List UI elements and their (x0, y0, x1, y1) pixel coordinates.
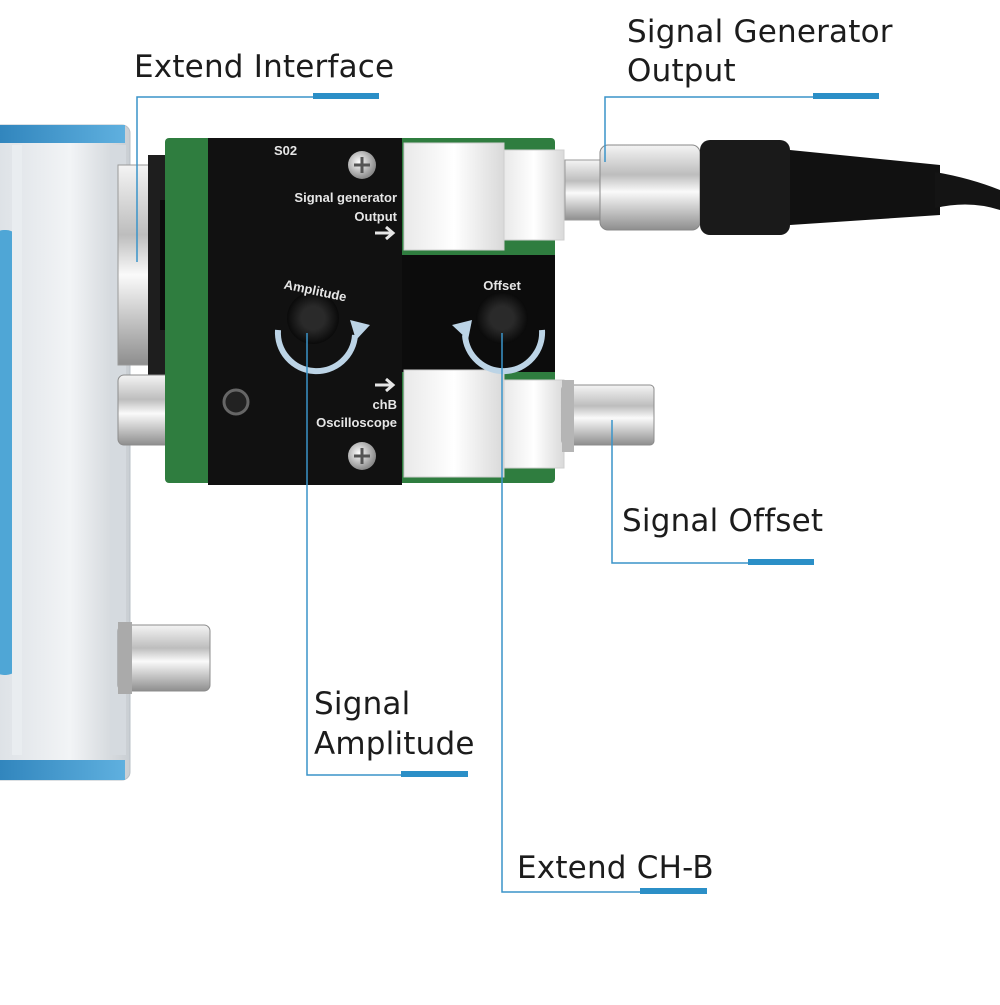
callout-signal-generator-1: Signal Generator (627, 14, 893, 50)
board-chb-label-2: Oscilloscope (316, 415, 397, 430)
board-siggen-label-2: Output (354, 209, 397, 224)
arrow-right-icon (375, 377, 396, 393)
leader-accents (313, 93, 879, 894)
callout-extend-chb: Extend CH-B (517, 850, 714, 886)
screw-icon (348, 442, 376, 470)
chb-bnc-connector (561, 380, 655, 452)
arrow-right-icon (375, 225, 396, 241)
board-siggen-label-1: Signal generator (294, 190, 397, 205)
bnc-block-bottom (403, 369, 565, 478)
bnc-block-top (403, 142, 565, 251)
signal-cable (564, 140, 1000, 235)
offset-knob (452, 292, 546, 374)
callout-amplitude-1: Signal (314, 686, 411, 722)
oscilloscope-case (0, 124, 131, 781)
callout-amplitude-2: Amplitude (314, 726, 475, 762)
screw-icon (348, 151, 376, 179)
board-chb-label-1: chB (372, 397, 397, 412)
board-offset-label: Offset (483, 278, 521, 293)
board-model-label: S02 (274, 143, 297, 158)
case-bnc-connector (117, 622, 211, 694)
audio-jack (222, 388, 250, 416)
callout-signal-offset: Signal Offset (622, 503, 824, 539)
callout-signal-generator-2: Output (627, 53, 736, 89)
callout-extend-interface: Extend Interface (134, 49, 395, 85)
amplitude-knob (274, 292, 370, 374)
